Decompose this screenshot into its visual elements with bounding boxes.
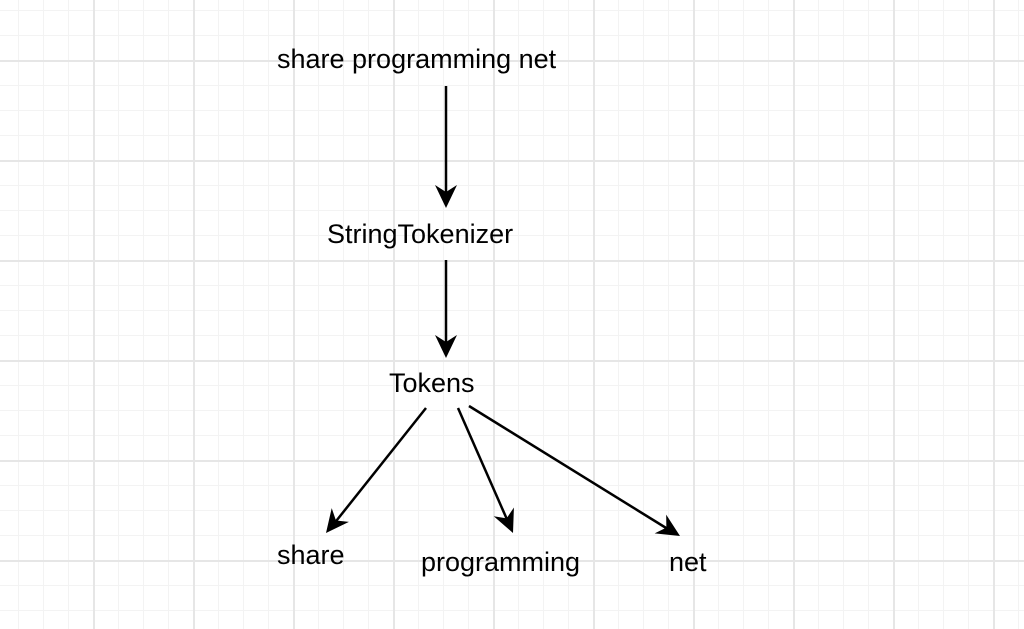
arrowhead-icon xyxy=(435,185,457,208)
node-token-net[interactable]: net xyxy=(669,547,707,577)
arrowhead-icon xyxy=(326,508,349,533)
edge-tokens-to-programming xyxy=(456,407,514,533)
arrowhead-icon xyxy=(493,507,514,533)
node-tokens[interactable]: Tokens xyxy=(389,368,475,398)
node-token-share[interactable]: share xyxy=(277,540,345,570)
edge-tokens-to-net xyxy=(468,404,680,536)
node-string-tokenizer[interactable]: StringTokenizer xyxy=(327,219,514,249)
arrowhead-icon xyxy=(654,514,680,536)
edge-tokens-to-share xyxy=(326,407,427,533)
node-token-programming[interactable]: programming xyxy=(421,547,581,577)
edge-tokenizer-to-tokens xyxy=(435,260,457,358)
arrowhead-icon xyxy=(435,335,457,358)
node-input-string[interactable]: share programming net xyxy=(277,44,557,74)
edge-input-to-tokenizer xyxy=(435,86,457,208)
